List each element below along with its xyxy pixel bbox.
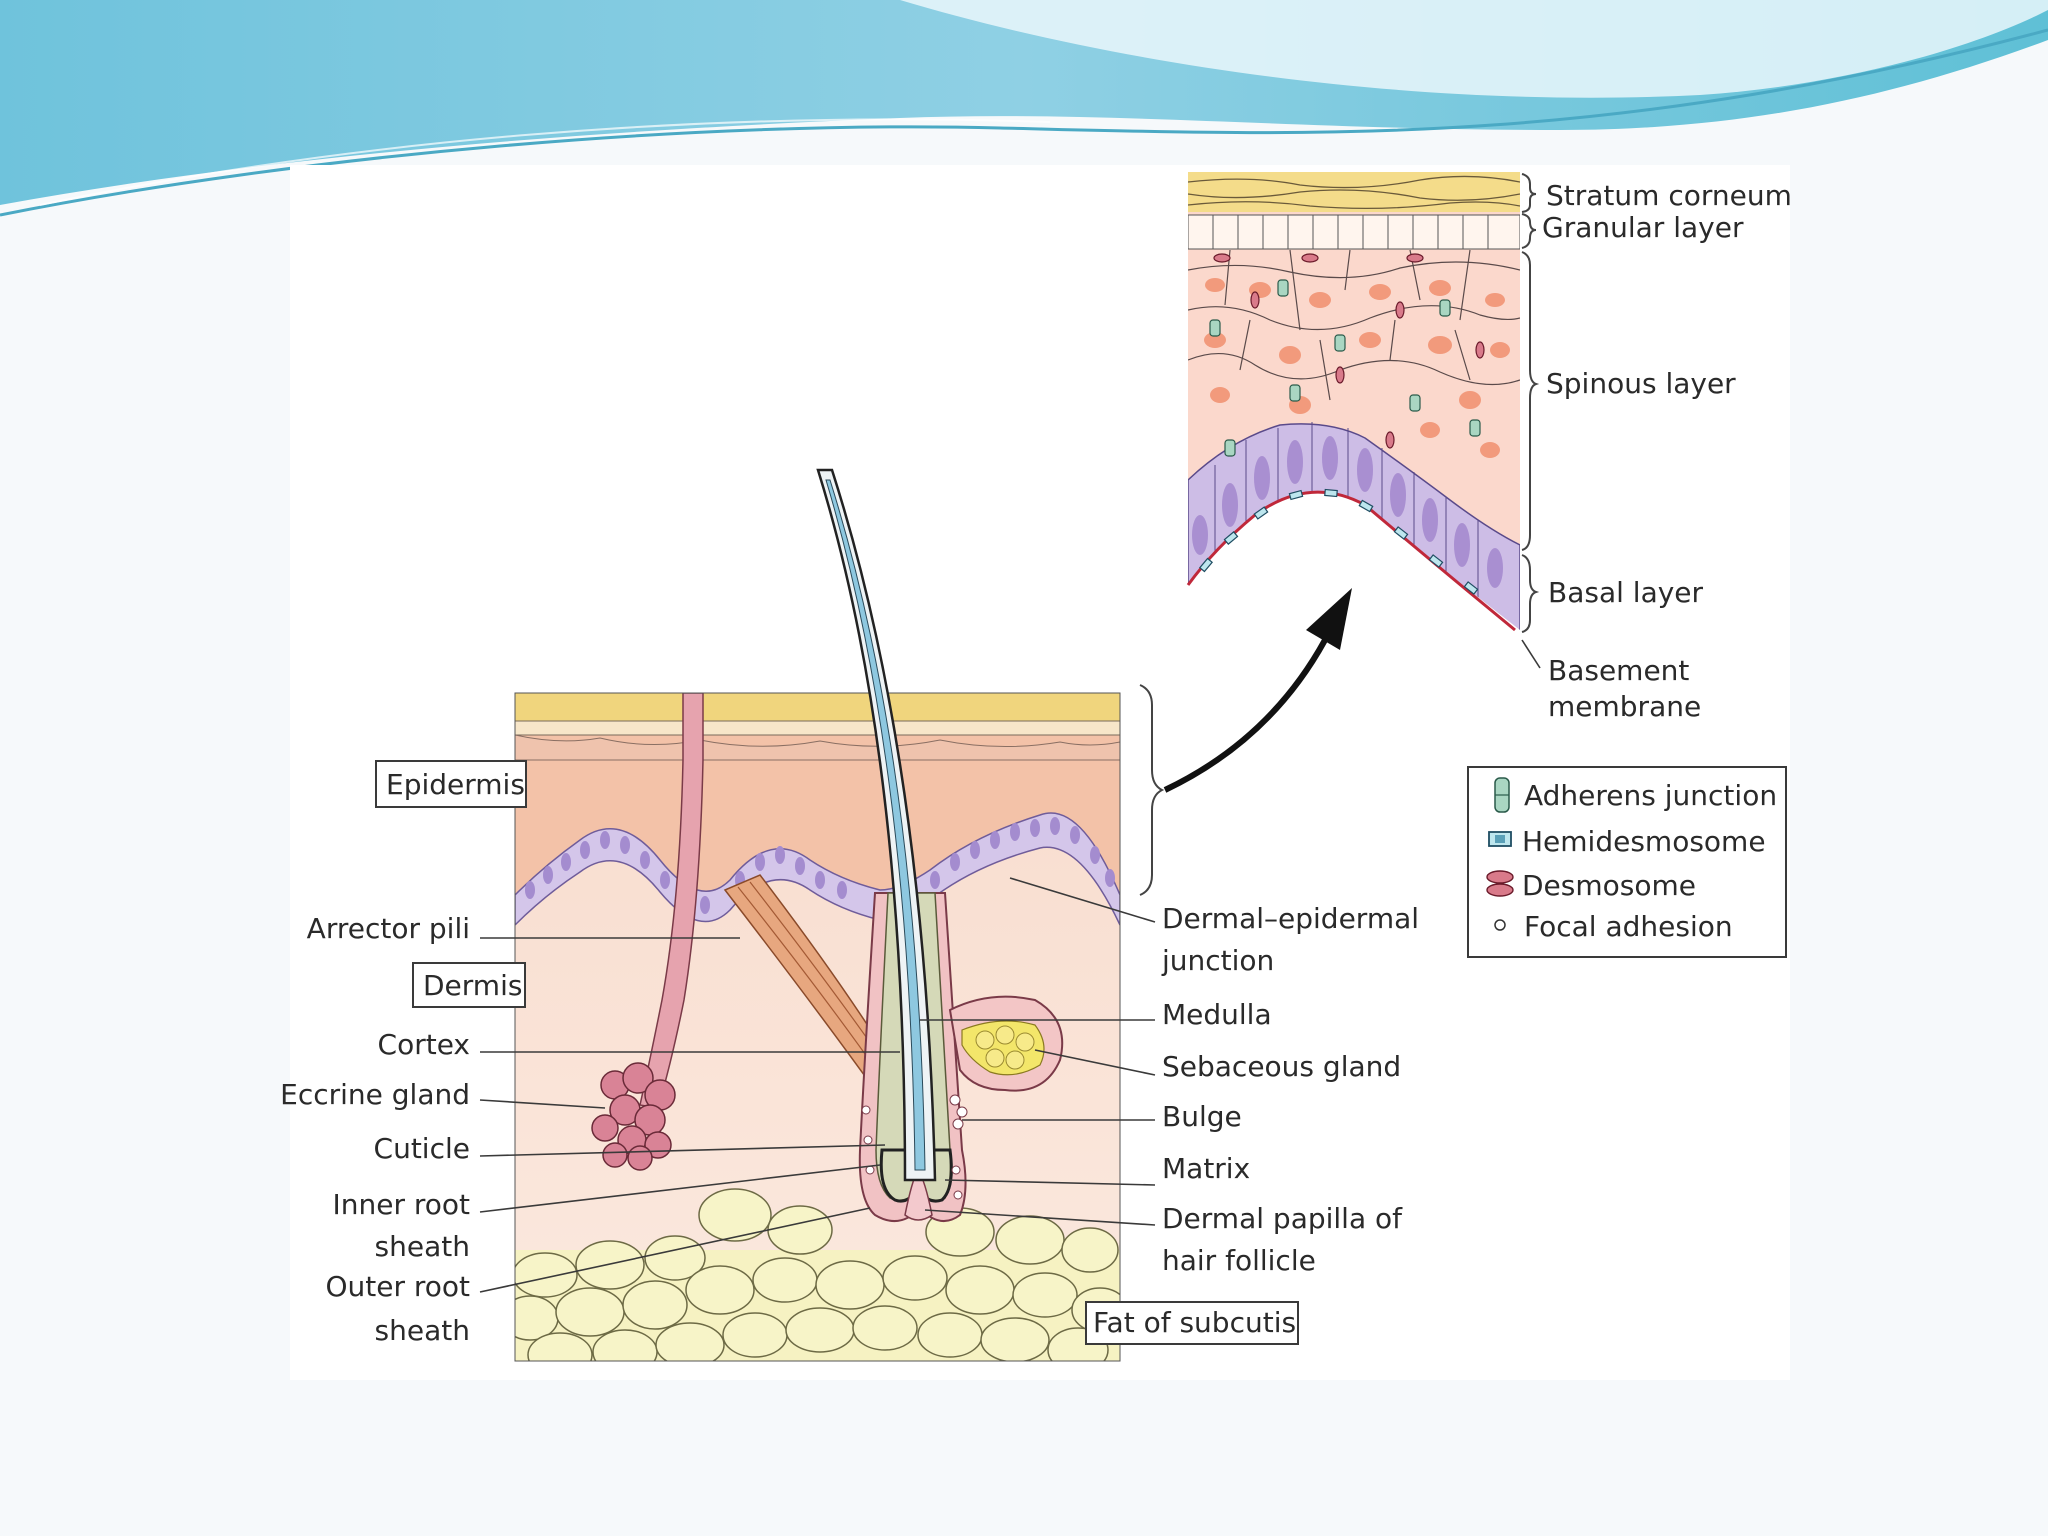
label-basement-membrane-2: membrane <box>1548 690 1701 723</box>
label-basal-layer: Basal layer <box>1548 576 1704 609</box>
legend-label-desmosome: Desmosome <box>1522 869 1696 902</box>
leader-sebaceous-gland <box>1034 1049 1156 1076</box>
desmosome-icon <box>1486 870 1514 897</box>
label-fat-of-subcutis: Fat of subcutis <box>1093 1306 1296 1339</box>
follicle-bulge <box>861 1094 968 1200</box>
focal-adhesion-icon <box>1494 919 1506 931</box>
hemidesmosome-icon <box>1488 831 1512 847</box>
zoom-arrowhead <box>1306 588 1352 650</box>
leader-matrix <box>944 1179 1156 1186</box>
label-dermis: Dermis <box>423 969 522 1002</box>
granular-layer <box>1188 214 1520 250</box>
label-granular-layer: Granular layer <box>1542 211 1744 244</box>
label-dermal-papilla-2: hair follicle <box>1162 1244 1316 1277</box>
hair-shaft <box>816 468 937 1182</box>
legend: Adherens junction Hemidesmosome Desmosom… <box>1467 766 1787 958</box>
label-dermal-epidermal-1: Dermal–epidermal <box>1162 902 1419 935</box>
skin-section-frame <box>514 692 1121 1362</box>
label-cortex: Cortex <box>378 1028 470 1061</box>
label-dermal-epidermal-2: junction <box>1161 944 1274 977</box>
leader-outer-root-sheath <box>479 1207 871 1293</box>
label-bulge: Bulge <box>1162 1100 1242 1133</box>
label-outer-root-sheath-2: sheath <box>375 1314 470 1347</box>
inset-adherens-junctions <box>1209 279 1481 457</box>
basal-cell-nuclei <box>1192 436 1503 588</box>
basement-membrane-leader <box>1521 639 1541 669</box>
fat-label-box: Fat of subcutis <box>1085 1301 1299 1345</box>
label-dermal-papilla-1: Dermal papilla of <box>1162 1202 1403 1235</box>
leader-cuticle <box>479 1144 886 1157</box>
spinous-nuclei <box>1204 278 1510 458</box>
label-arrector-pili: Arrector pili <box>307 912 470 945</box>
label-matrix: Matrix <box>1162 1152 1250 1185</box>
label-cuticle: Cuticle <box>374 1132 470 1165</box>
stratum-corneum-layer <box>1188 172 1520 212</box>
leader-dermal-papilla <box>924 1209 1156 1226</box>
zoom-arrow <box>1163 638 1328 793</box>
epidermis-label-box: Epidermis <box>375 760 527 808</box>
epidermis-bracket <box>1139 684 1165 896</box>
label-sebaceous-gland: Sebaceous gland <box>1162 1050 1401 1083</box>
leader-eccrine-gland <box>479 1099 606 1109</box>
leader-dermal-epidermal <box>1009 877 1156 923</box>
dermal-papilla <box>904 1168 933 1221</box>
adherens-junction-icon <box>1494 777 1510 813</box>
label-spinous-layer: Spinous layer <box>1546 367 1736 400</box>
subcutis-fat <box>515 1188 1120 1361</box>
stratum-corneum-strip <box>515 693 1120 721</box>
sebaceous-gland <box>948 995 1064 1092</box>
label-medulla: Medulla <box>1162 998 1272 1031</box>
legend-label-focal-adhesion: Focal adhesion <box>1524 910 1733 943</box>
legend-label-hemidesmosome: Hemidesmosome <box>1522 825 1766 858</box>
label-outer-root-sheath-1: Outer root <box>325 1270 470 1303</box>
inset-hemidesmosomes <box>1198 488 1479 595</box>
label-stratum-corneum: Stratum corneum <box>1546 179 1792 212</box>
dermis-label-box: Dermis <box>412 962 526 1008</box>
inset-brackets <box>1521 173 1540 633</box>
label-inner-root-sheath-1: Inner root <box>332 1188 470 1221</box>
header-wave <box>0 0 2048 217</box>
skin-cross-section <box>515 693 1120 1361</box>
legend-label-adherens-junction: Adherens junction <box>1524 779 1777 812</box>
basal-nuclei <box>525 817 1115 914</box>
label-epidermis: Epidermis <box>386 768 525 801</box>
inset-desmosomes <box>1213 253 1485 449</box>
basal-layer-band <box>515 812 1120 927</box>
label-basement-membrane-1: Basement <box>1548 654 1689 687</box>
leader-inner-root-sheath <box>479 1164 881 1213</box>
label-inner-root-sheath-2: sheath <box>375 1230 470 1263</box>
legend-box <box>1467 766 1787 958</box>
label-eccrine-gland: Eccrine gland <box>280 1078 470 1111</box>
